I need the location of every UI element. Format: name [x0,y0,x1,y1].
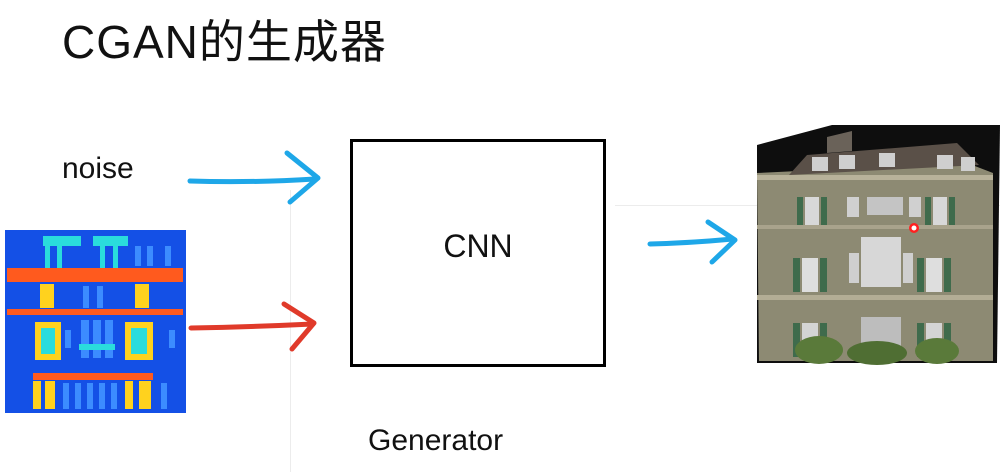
page-title: CGAN的生成器 [62,16,387,68]
cnn-box: CNN [350,139,606,367]
generator-label: Generator [368,424,504,457]
cnn-label: CNN [443,228,513,264]
generated-building-image [757,125,1000,365]
guide-line [290,190,291,472]
output-arrow [647,219,738,265]
noise-label: noise [62,152,134,185]
guide-line [615,205,1000,206]
label-map [5,230,186,413]
noise-arrow [187,150,321,205]
condition-arrow [188,301,317,352]
